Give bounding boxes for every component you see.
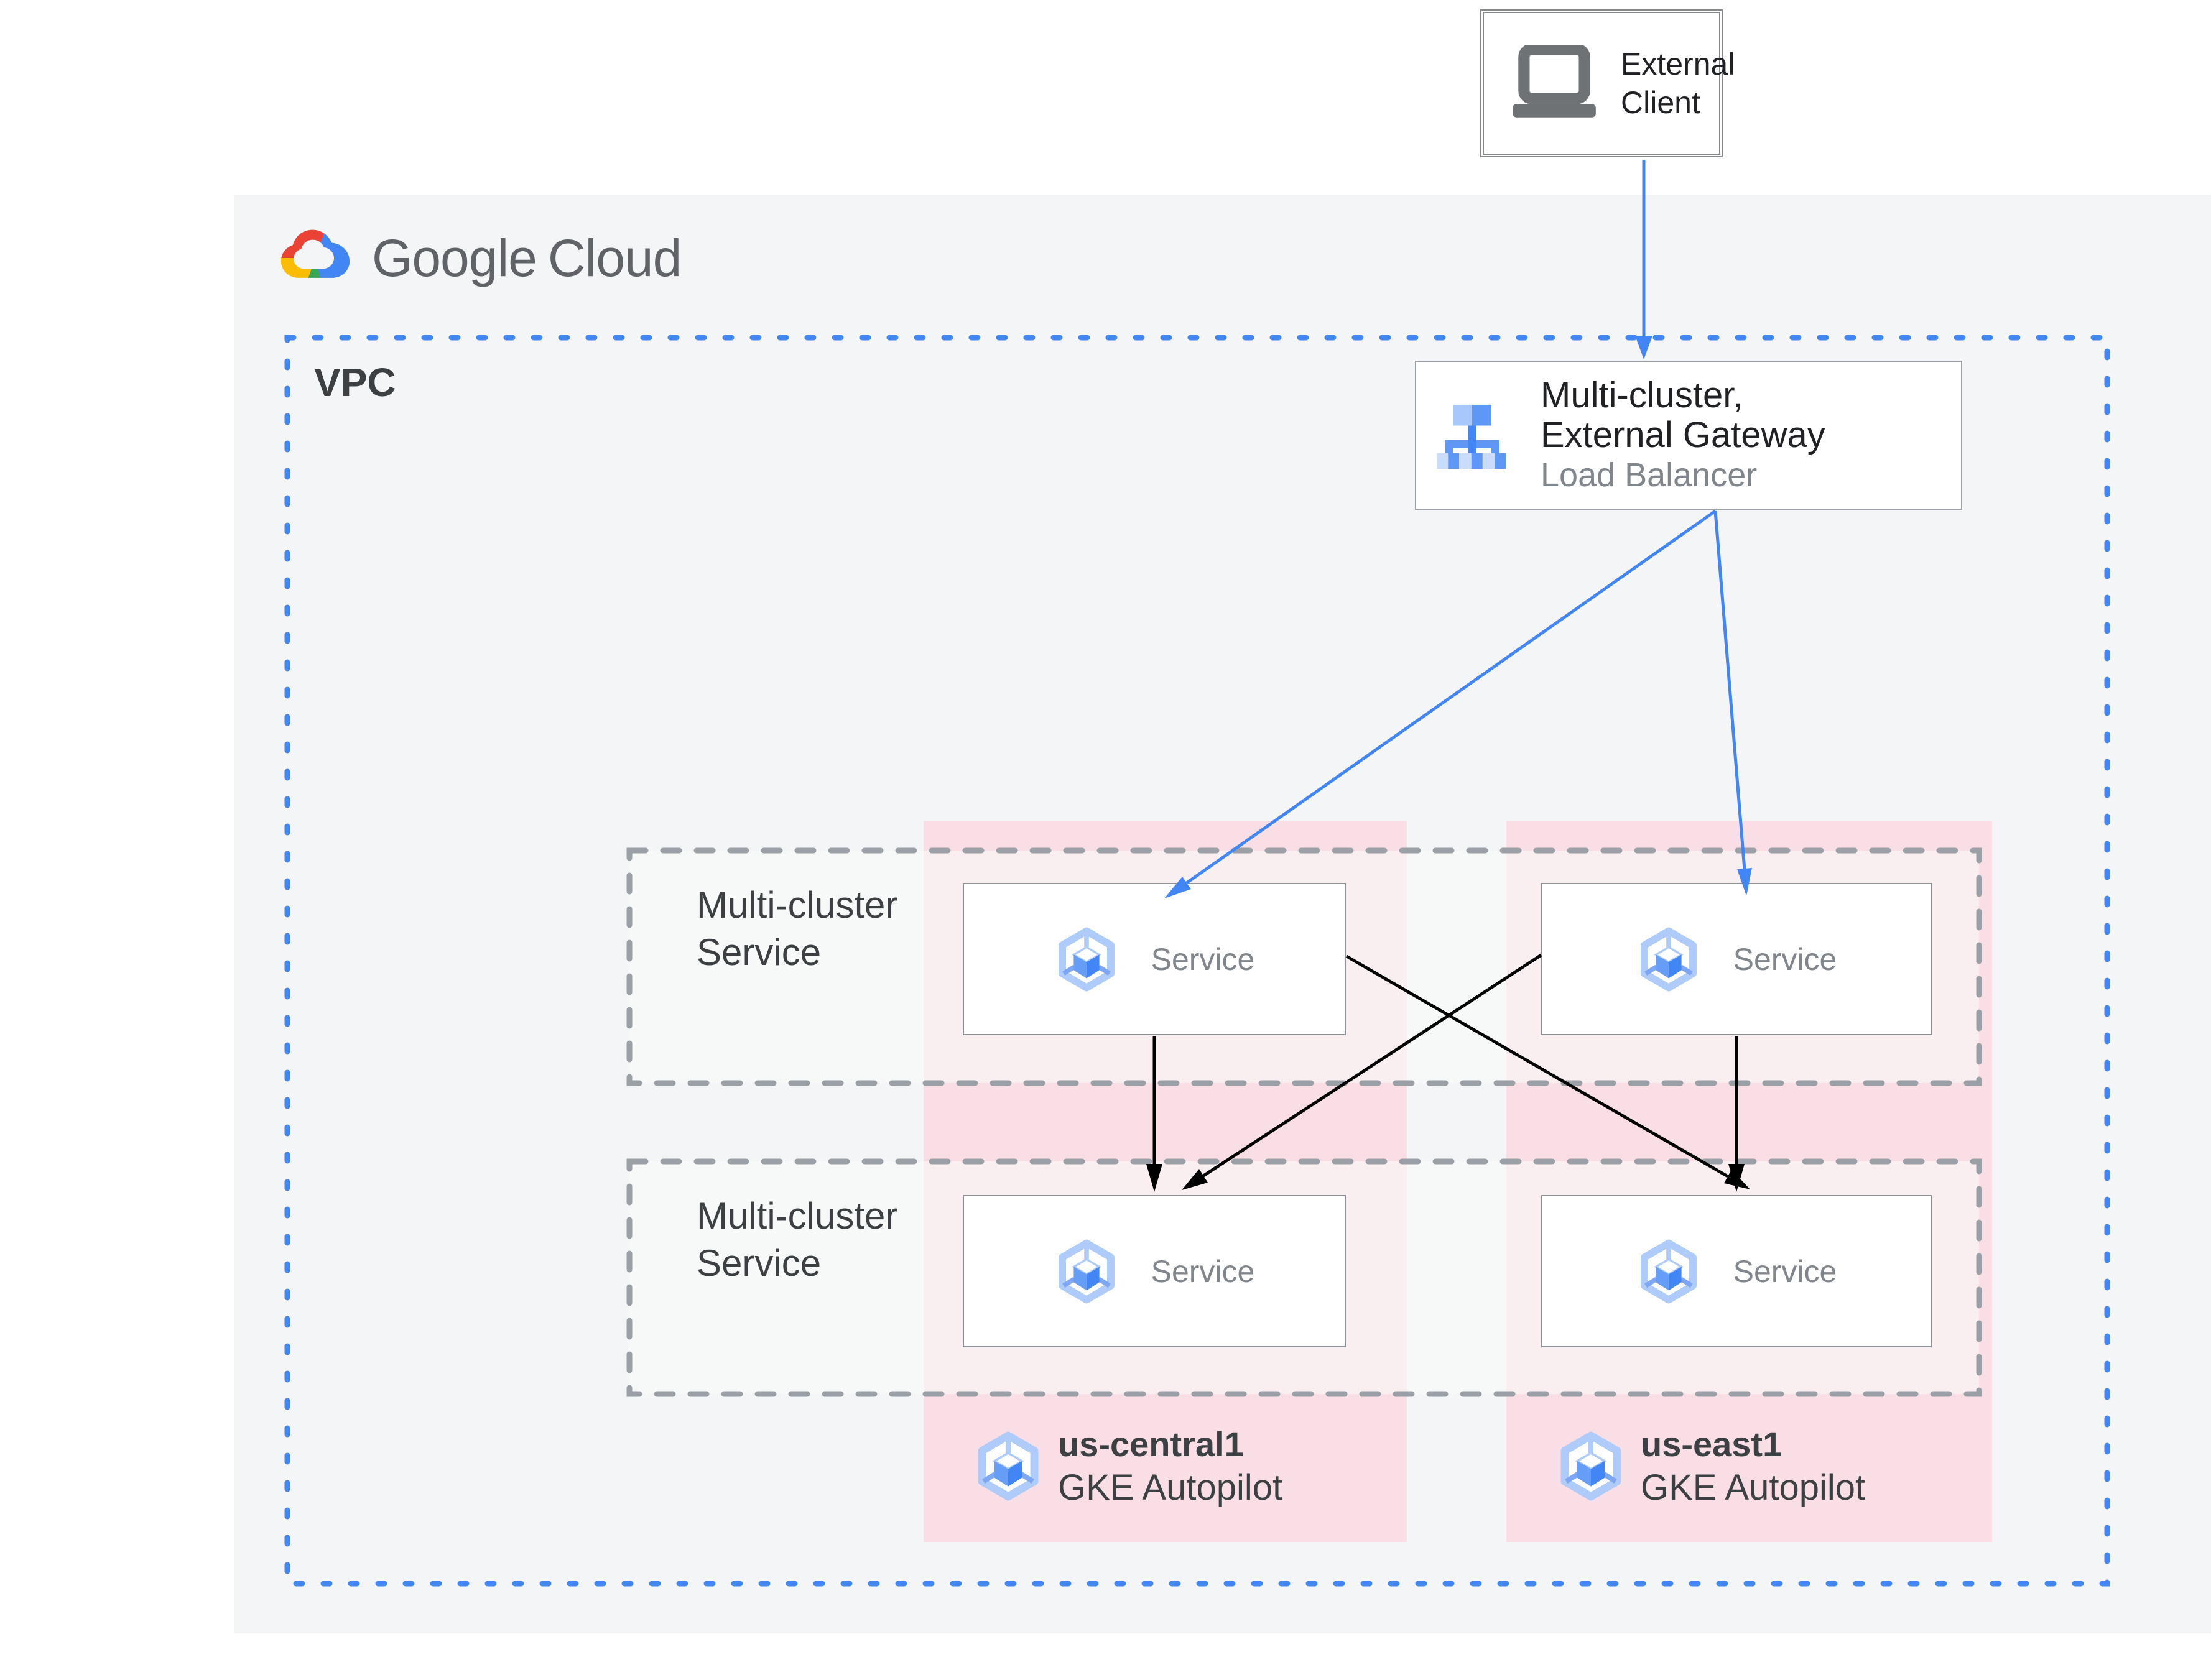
service-label: Service xyxy=(1151,941,1255,977)
service-box-bottom-right: Service xyxy=(1541,1195,1932,1347)
row2-label: Multi-cluster Service xyxy=(697,1193,897,1287)
google-cloud-logo-icon xyxy=(279,228,352,288)
service-label: Service xyxy=(1151,1253,1255,1289)
vpc-label: VPC xyxy=(314,360,396,405)
cluster-label-us-central1: us-central1 GKE Autopilot xyxy=(973,1424,1282,1508)
gateway-subtitle: Load Balancer xyxy=(1541,456,1758,494)
external-client-line2: Client xyxy=(1621,85,1700,120)
cluster-label-us-east1: us-east1 GKE Autopilot xyxy=(1556,1424,1865,1508)
cluster-region: us-central1 xyxy=(1058,1424,1244,1464)
external-client-box: External Client xyxy=(1480,9,1735,157)
multi-cluster-gateway-box: Multi-cluster, External Gateway Load Bal… xyxy=(1415,361,1962,510)
gke-cluster-icon xyxy=(973,1428,1043,1505)
cluster-text: us-central1 GKE Autopilot xyxy=(1058,1423,1282,1510)
gke-service-icon xyxy=(1636,1239,1701,1304)
logo-product-text: Cloud xyxy=(547,228,682,287)
service-label: Service xyxy=(1733,1253,1837,1289)
service-box-top-right: Service xyxy=(1541,883,1932,1035)
laptop-icon xyxy=(1505,45,1603,121)
logo-brand-text: Google xyxy=(372,228,537,287)
external-client-line1: External xyxy=(1621,47,1735,81)
cluster-platform: GKE Autopilot xyxy=(1641,1467,1866,1508)
gke-service-icon xyxy=(1054,1239,1119,1304)
gke-cluster-icon xyxy=(1556,1428,1626,1505)
gke-service-icon xyxy=(1054,927,1119,992)
row2-label-line2: Service xyxy=(697,1242,822,1284)
gateway-title-line2: External Gateway xyxy=(1541,415,1825,455)
service-box-bottom-left: Service xyxy=(963,1195,1346,1347)
row1-label-line2: Service xyxy=(697,931,822,973)
gke-service-icon xyxy=(1636,927,1701,992)
load-balancer-icon xyxy=(1434,401,1511,469)
gateway-title-line1: Multi-cluster, xyxy=(1541,375,1743,415)
gateway-label: Multi-cluster, External Gateway Load Bal… xyxy=(1541,376,1825,495)
service-label: Service xyxy=(1733,941,1837,977)
cluster-platform: GKE Autopilot xyxy=(1058,1467,1283,1508)
row1-label-line1: Multi-cluster xyxy=(697,884,898,926)
service-box-top-left: Service xyxy=(963,883,1346,1035)
row2-label-line1: Multi-cluster xyxy=(697,1195,898,1237)
cluster-text: us-east1 GKE Autopilot xyxy=(1641,1423,1865,1510)
row1-label: Multi-cluster Service xyxy=(697,882,897,976)
external-client-label: External Client xyxy=(1621,45,1735,122)
cluster-region: us-east1 xyxy=(1641,1424,1782,1464)
